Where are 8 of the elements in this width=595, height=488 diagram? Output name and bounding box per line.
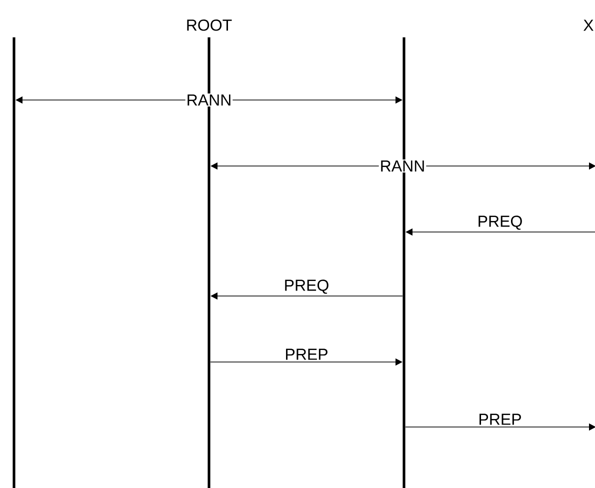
- lifeline-heading: X: [584, 20, 594, 31]
- edge-label: PREP: [480, 414, 521, 425]
- edge-label: PREQ: [478, 216, 522, 230]
- edge-label: RANN: [188, 94, 230, 106]
- edge-label: RANN: [381, 160, 424, 172]
- edge-label: PREP: [286, 348, 328, 360]
- edge-label: PREQ: [285, 280, 328, 294]
- lifeline-heading: ROOT: [187, 19, 232, 31]
